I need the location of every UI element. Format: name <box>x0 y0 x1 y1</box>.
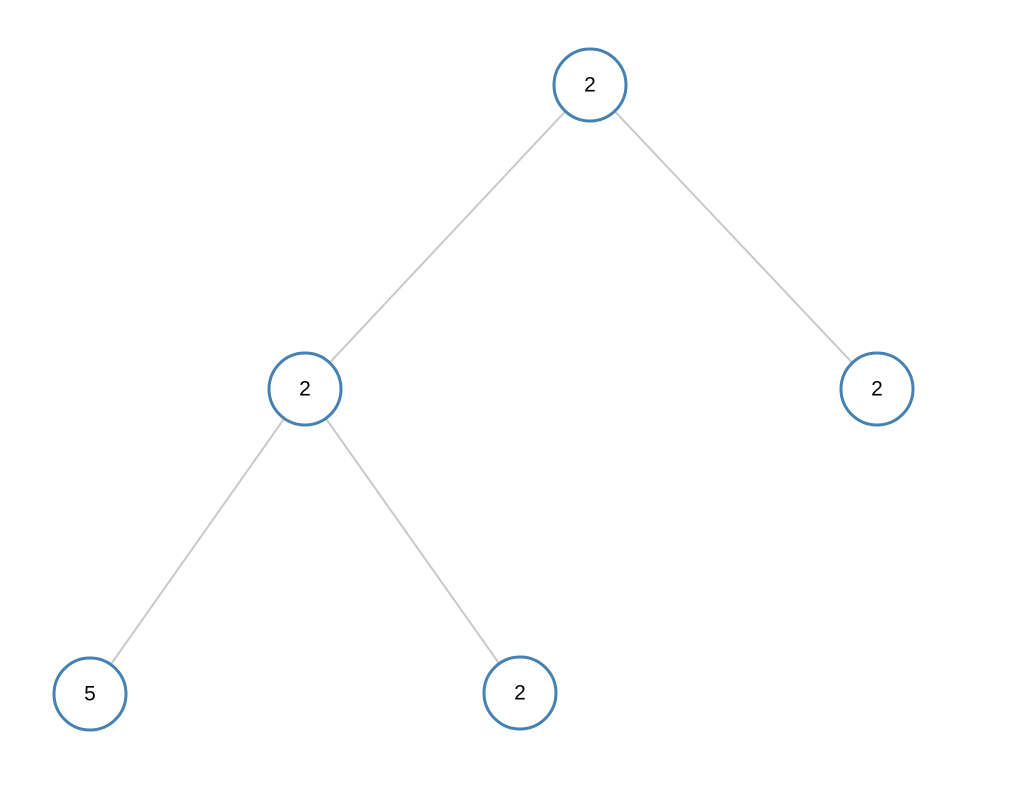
tree-node-circle <box>482 655 558 731</box>
tree-node-circle <box>267 351 343 427</box>
tree-node-circle <box>839 351 915 427</box>
tree-node-label: 2 <box>514 682 526 705</box>
tree-node-label: 5 <box>84 683 96 706</box>
tree-node-circle <box>552 47 628 123</box>
tree-node-label: 2 <box>299 378 311 401</box>
tree-edge <box>304 388 521 694</box>
tree-edge <box>589 84 878 390</box>
tree-node: 2 <box>839 351 915 427</box>
tree-node: 5 <box>52 656 128 732</box>
tree-node: 2 <box>267 351 343 427</box>
tree-node-label: 2 <box>871 378 883 401</box>
tree-node: 2 <box>552 47 628 123</box>
tree-edge <box>89 388 306 695</box>
tree-node: 2 <box>482 655 558 731</box>
tree-node-circle <box>52 656 128 732</box>
tree-node-label: 2 <box>584 74 596 97</box>
tree-edge <box>304 84 591 390</box>
